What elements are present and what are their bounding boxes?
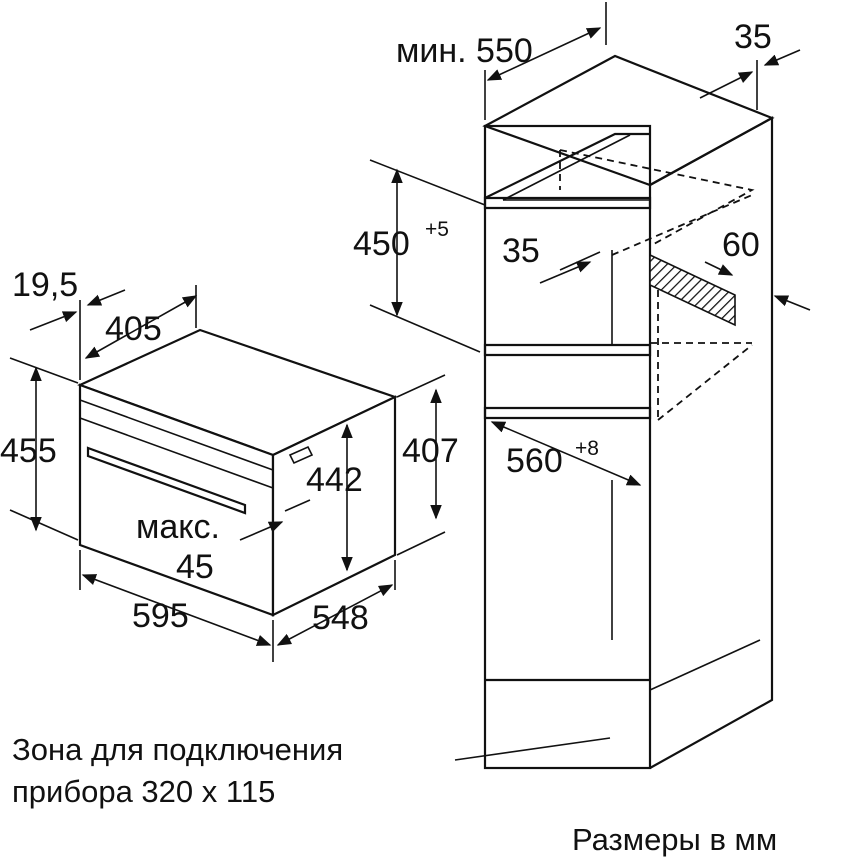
dimension-labels: мин. 550 35 450 +5 35 60 560 +8 19,5 405… xyxy=(0,18,772,637)
cabinet-side xyxy=(649,116,774,769)
cabinet xyxy=(482,54,775,770)
dim-niche-height: 450 xyxy=(353,225,410,263)
oven-niche-bottom-shelf xyxy=(483,406,652,420)
dim-min-depth: мин. 550 xyxy=(396,32,533,70)
dim-handle-value: 45 xyxy=(176,548,214,586)
dim-niche-width: 560 xyxy=(506,442,563,480)
dim-body-depth: 548 xyxy=(312,599,369,637)
oven-side xyxy=(271,395,397,617)
dim-niche-height-tol: +5 xyxy=(425,218,449,241)
dim-vent-width: 60 xyxy=(722,226,760,264)
niche-dashed-outline xyxy=(559,149,755,421)
dim-oven-top-depth: 405 xyxy=(105,310,162,348)
dim-top-gap: 35 xyxy=(734,18,772,56)
dim-body-height: 407 xyxy=(402,432,459,470)
units-note: Размеры в мм xyxy=(572,822,777,857)
notes: Зона для подключения прибора 320 x 115 Р… xyxy=(12,732,777,857)
oven-niche-top-shelf xyxy=(483,343,652,357)
dim-inner-height: 442 xyxy=(306,461,363,499)
dim-niche-width-tol: +8 xyxy=(575,437,599,460)
dim-front-offset: 19,5 xyxy=(12,266,78,304)
cabinet-front xyxy=(483,124,652,770)
dim-front-width: 595 xyxy=(132,597,189,635)
connection-zone-line1: Зона для подключения xyxy=(12,732,343,767)
ventilation-slot xyxy=(649,253,736,327)
cabinet-top xyxy=(482,54,775,187)
dimension-lines xyxy=(9,2,811,761)
dim-vent-depth: 35 xyxy=(502,232,540,270)
connection-zone-line2: прибора 320 x 115 xyxy=(12,774,275,809)
dim-front-height: 455 xyxy=(0,432,57,470)
oven-handle xyxy=(86,446,247,515)
dim-handle-label: макс. xyxy=(136,508,220,546)
